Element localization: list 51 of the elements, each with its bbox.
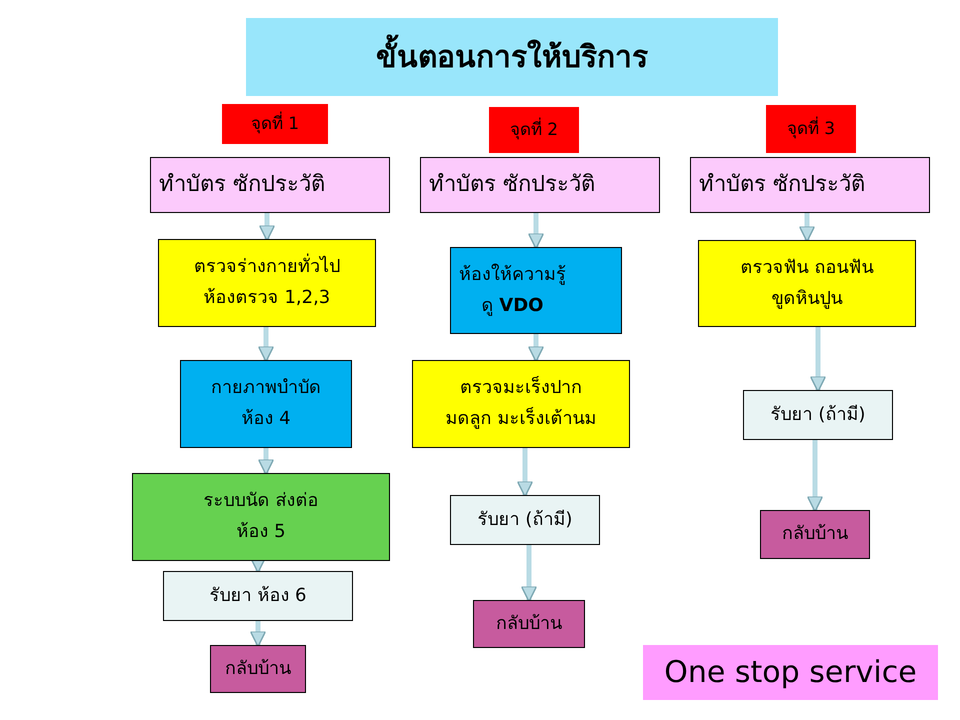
process-box xyxy=(420,157,660,213)
arrow xyxy=(258,327,274,362)
box-text: ทำบัตร ซักประวัติ xyxy=(429,171,595,200)
box-text: รับยา (ถ้ามี) xyxy=(478,508,572,532)
box-text: ห้องให้ความรู้ ดู VDO xyxy=(459,262,566,318)
box-text: ทำบัตร ซักประวัติ xyxy=(159,171,325,200)
box-text: รับยา ห้อง 6 xyxy=(210,584,306,608)
service-banner xyxy=(643,645,938,700)
box-text: จุดที่ 1 xyxy=(250,110,300,136)
box-text: กลับบ้าน xyxy=(496,612,562,636)
box-text: กลับบ้าน xyxy=(225,656,291,681)
station-label xyxy=(222,104,328,144)
end-box xyxy=(473,600,585,648)
process-box xyxy=(690,157,930,213)
box-text: ตรวจร่างกายทั่วไป ห้องตรวจ 1,2,3 xyxy=(194,252,340,314)
process-box xyxy=(180,360,352,448)
process-box xyxy=(163,571,353,621)
arrow xyxy=(258,448,274,476)
box-text: ตรวจมะเร็งปาก มดลูก มะเร็งเต้านม xyxy=(446,375,596,431)
box-text: กายภาพบำบัด ห้อง 4 xyxy=(211,376,321,431)
arrow xyxy=(528,213,544,250)
process-box xyxy=(698,240,916,327)
process-box xyxy=(132,473,390,561)
arrow xyxy=(806,440,824,512)
process-box xyxy=(450,495,600,545)
title-box xyxy=(246,18,778,96)
box-text: รับยา (ถ้ามี) xyxy=(770,402,866,427)
process-box xyxy=(412,360,630,448)
box-text: ตรวจฟัน ถอนฟัน ขูดหินปูน xyxy=(740,256,874,311)
process-box xyxy=(158,239,376,327)
arrow xyxy=(810,327,826,392)
box-text: กลับบ้าน xyxy=(782,522,848,546)
arrow xyxy=(798,213,816,242)
arrow xyxy=(516,448,534,498)
box-text: ระบบนัด ส่งต่อ ห้อง 5 xyxy=(204,489,318,544)
end-box xyxy=(210,645,306,693)
end-box xyxy=(760,510,870,559)
process-box xyxy=(450,247,622,334)
box-text: ขั้นตอนการให้บริการ xyxy=(376,32,648,82)
arrow xyxy=(250,621,266,648)
box-text: ทำบัตร ซักประวัติ xyxy=(699,171,865,200)
arrow xyxy=(258,213,276,242)
process-box xyxy=(743,390,893,440)
station-label xyxy=(766,105,856,153)
box-text: จุดที่ 2 xyxy=(510,116,558,142)
process-box xyxy=(150,157,390,213)
box-text: จุดที่ 3 xyxy=(786,116,836,141)
box-text: One stop service xyxy=(664,654,917,692)
arrow xyxy=(520,545,538,602)
station-label xyxy=(489,107,579,153)
arrow xyxy=(528,334,544,362)
